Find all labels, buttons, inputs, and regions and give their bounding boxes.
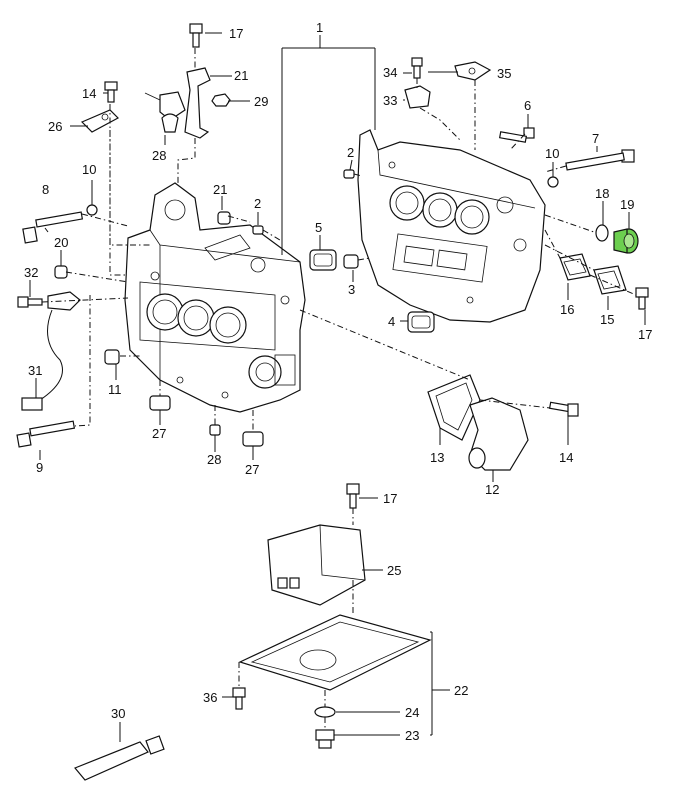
callout-9: 9 [36,460,43,475]
callout-5: 5 [315,220,322,235]
part-11-dowel [104,349,120,365]
callout-15: 15 [600,312,614,327]
callout-21a: 21 [234,68,248,83]
callout-2a: 2 [254,196,261,211]
part-20-dowel [54,265,68,279]
part-2-dowel-right [343,169,355,179]
part-4-gasket [407,311,435,333]
callout-13: 13 [430,450,444,465]
part-10-oring-left [86,204,98,216]
callout-12: 12 [485,482,499,497]
part-9-bolt [16,420,76,448]
callout-32: 32 [24,265,38,280]
part-24-seal-ring [314,706,336,718]
part-25-baffle [267,524,366,606]
callout-6: 6 [524,98,531,113]
callout-1: 1 [316,20,323,35]
left-crankcase-half [124,182,306,413]
callout-19: 19 [620,197,634,212]
callout-23: 23 [405,728,419,743]
callout-36: 36 [203,690,217,705]
part-2-dowel-left [252,225,264,235]
callout-34: 34 [383,65,397,80]
callout-16: 16 [560,302,574,317]
part-6-bolt [498,127,535,143]
part-31-sensor [21,291,81,411]
callout-26: 26 [48,119,62,134]
part-30-sealant-tube [74,735,165,781]
callout-33: 33 [383,93,397,108]
part-10-oring-right [547,176,559,188]
callout-7: 7 [592,131,599,146]
callout-3: 3 [348,282,355,297]
part-29-nut [211,93,231,107]
part-35-plate [454,61,492,81]
callout-8: 8 [42,182,49,197]
callout-14b: 14 [559,450,573,465]
part-21-bracket [144,67,211,139]
callout-29: 29 [254,94,268,109]
callout-17c: 17 [383,491,397,506]
callout-14a: 14 [82,86,96,101]
callout-27b: 27 [245,462,259,477]
callout-4: 4 [388,314,395,329]
right-crankcase-half [357,129,546,323]
part-28-clip-top [161,113,179,133]
callout-17b: 17 [638,327,652,342]
part-26-plate [80,109,119,133]
part-7-bolt [565,149,635,171]
callout-25: 25 [387,563,401,578]
callout-24: 24 [405,705,419,720]
part-14-bolt-right [548,401,579,417]
callout-31: 31 [28,363,42,378]
callout-2b: 2 [347,145,354,160]
part-27-plug-right [242,431,264,447]
part-17-bolt-right [635,287,649,310]
callout-11: 11 [108,382,122,397]
callout-labels: 1 2 2 3 4 5 6 7 8 9 10 10 11 12 13 14 14… [24,20,652,743]
callout-17a: 17 [229,26,243,41]
callout-21b: 21 [213,182,227,197]
callout-18: 18 [595,186,609,201]
part-36-bolt [232,687,246,710]
part-8-bolt [22,211,84,244]
part-16-gasket [559,253,591,281]
callout-28a: 28 [152,148,166,163]
callout-20: 20 [54,235,68,250]
part-21-dowel [217,211,231,225]
callout-35: 35 [497,66,511,81]
callout-10a: 10 [82,162,96,177]
part-3-dowel [343,254,359,269]
callout-28b: 28 [207,452,221,467]
part-18-oring [595,224,609,242]
callout-30: 30 [111,706,125,721]
part-15-cover [593,265,627,295]
part-22-oil-pan-gasket [238,614,432,691]
part-19-plug-highlighted [613,228,639,254]
part-13-gasket [427,374,481,441]
callout-10b: 10 [545,146,559,161]
callout-22: 22 [454,683,468,698]
part-12-housing [468,397,529,471]
part-32-bolt [17,296,43,308]
leader-lines [29,32,646,742]
part-23-drain-plug [315,729,335,749]
part-33-bracket [404,85,431,109]
callout-27a: 27 [152,426,166,441]
part-17-top-bolt [189,23,203,48]
part-17-bolt-lower [346,483,360,509]
part-28-plug [209,424,221,436]
part-34-bolt [411,57,423,79]
dashed-assembly-lines [41,48,637,730]
part-27-plug-left [149,395,171,411]
part-5-gasket [309,249,337,271]
part-14-bolt-left [104,81,118,103]
